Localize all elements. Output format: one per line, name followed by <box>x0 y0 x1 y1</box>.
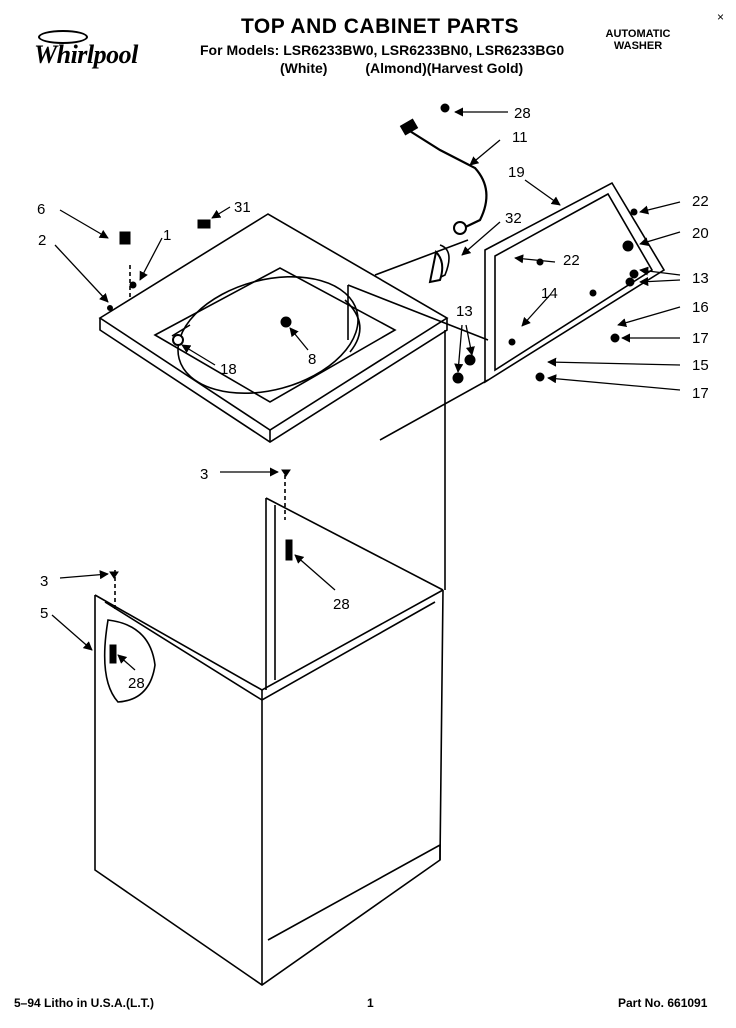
callout-28: 28 <box>128 675 145 692</box>
callout-14: 14 <box>541 285 558 302</box>
callout-5: 5 <box>40 605 48 622</box>
callout-8: 8 <box>308 351 316 368</box>
model-list: For Models: LSR6233BW0, LSR6233BN0, LSR6… <box>200 42 565 58</box>
washer-top-panel <box>98 213 449 443</box>
callout-32: 32 <box>505 210 522 227</box>
callout-20: 20 <box>692 225 709 242</box>
callout-18: 18 <box>220 361 237 378</box>
callout-13: 13 <box>692 270 709 287</box>
brand-name: Whirlpool <box>34 40 138 69</box>
callout-15: 15 <box>692 357 709 374</box>
litho-note: 5–94 Litho in U.S.A.(L.T.) <box>14 996 155 1010</box>
callout-22: 22 <box>563 252 580 269</box>
logo-swoosh-icon <box>38 30 88 44</box>
corner-mark: × <box>716 10 724 24</box>
callout-13: 13 <box>456 303 473 320</box>
callout-17: 17 <box>692 330 709 347</box>
color-white: (White) <box>280 60 328 76</box>
whirlpool-logo: Whirlpool <box>30 30 160 78</box>
callout-22: 22 <box>692 193 709 210</box>
page-title: TOP AND CABINET PARTS <box>240 15 520 38</box>
product-type: AUTOMATIC WASHER <box>598 28 678 52</box>
callout-11: 11 <box>512 129 528 146</box>
callout-3: 3 <box>200 466 208 483</box>
product-type-line-1: AUTOMATIC <box>605 28 671 40</box>
callout-1: 1 <box>163 227 171 244</box>
color-almond-harvest-gold: (Almond)(Harvest Gold) <box>365 60 524 76</box>
callout-17: 17 <box>692 385 709 402</box>
washer-cabinet <box>94 497 444 986</box>
callout-2: 2 <box>38 232 46 249</box>
page-number: 1 <box>367 996 374 1010</box>
callout-16: 16 <box>692 299 709 316</box>
callout-28: 28 <box>514 105 531 122</box>
product-type-line-2: WASHER <box>613 40 663 52</box>
callout-6: 6 <box>37 201 45 218</box>
callout-19: 19 <box>508 164 525 181</box>
callout-31: 31 <box>234 199 251 216</box>
callout-3: 3 <box>40 573 48 590</box>
color-list: (White) (Almond)(Harvest Gold) <box>280 60 523 76</box>
callout-28: 28 <box>333 596 350 613</box>
part-number: Part No. 661091 <box>618 996 708 1010</box>
